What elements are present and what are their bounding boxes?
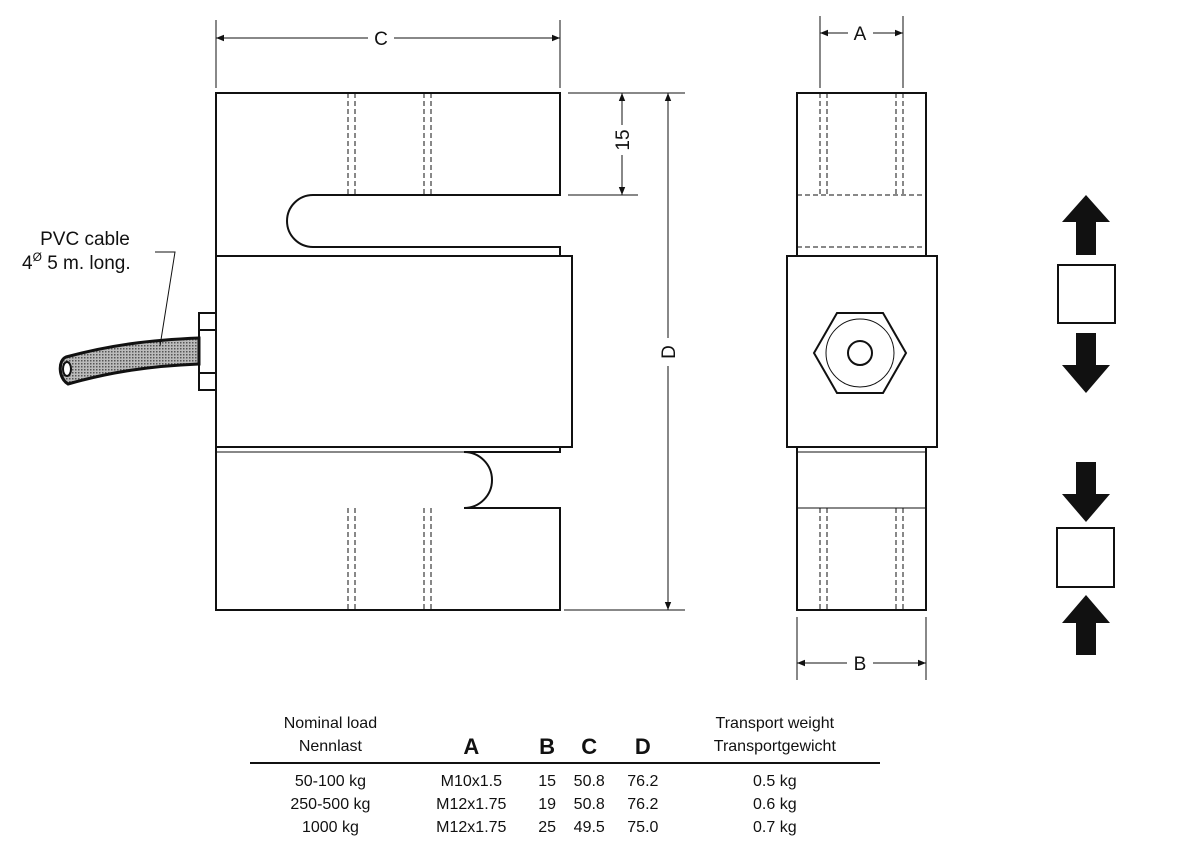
cell-a: M12x1.75	[436, 819, 507, 836]
dimension-a: A	[819, 16, 904, 88]
cell-load: 50-100 kg	[294, 773, 366, 790]
cell-b: 19	[538, 796, 557, 813]
table-row: 50-100 kg M10x1.5 15 50.8 76.2 0.5 kg	[250, 763, 880, 793]
cable-connector	[198, 312, 217, 391]
cell-load: 250-500 kg	[290, 796, 371, 813]
header-a: A	[410, 735, 532, 764]
table-row: 1000 kg M12x1.75 25 49.5 75.0 0.7 kg	[250, 816, 880, 839]
svg-text:B: B	[854, 654, 867, 675]
header-c: C	[562, 735, 617, 764]
cell-a: M12x1.75	[436, 796, 507, 813]
cable-label-line1: PVC cable	[40, 229, 130, 250]
dimension-15: 15	[568, 93, 638, 196]
cell-d: 76.2	[627, 773, 659, 790]
arrow-up-icon	[1062, 595, 1110, 655]
dimension-b: B	[796, 617, 927, 680]
header-d: D	[616, 735, 670, 764]
table-row: 250-500 kg M12x1.75 19 50.8 76.2 0.6 kg	[250, 793, 880, 816]
cell-weight: 0.7 kg	[753, 819, 797, 836]
cell-d: 76.2	[627, 796, 659, 813]
compression-symbol	[1056, 462, 1115, 655]
side-view	[786, 92, 938, 611]
svg-text:A: A	[854, 24, 867, 45]
cell-a: M10x1.5	[440, 773, 502, 790]
dimension-d: D	[564, 92, 685, 611]
cable-label-line2: 4Ø 5 m. long.	[22, 250, 131, 274]
cell-c: 50.8	[573, 796, 605, 813]
svg-text:D: D	[659, 345, 680, 359]
cell-weight: 0.6 kg	[753, 796, 797, 813]
cell-c: 50.8	[573, 773, 605, 790]
tension-symbol	[1057, 195, 1116, 393]
cell-b: 25	[538, 819, 557, 836]
cell-load: 1000 kg	[301, 819, 359, 836]
front-view: PVC cable 4Ø 5 m. long.	[22, 92, 573, 611]
cell-b: 15	[538, 773, 557, 790]
cell-c: 49.5	[573, 819, 605, 836]
header-weight-de: Transportgewicht	[669, 735, 880, 764]
arrow-down-icon	[1062, 333, 1110, 393]
header-load-en: Nominal load	[283, 715, 378, 732]
arrow-up-icon	[1062, 195, 1110, 255]
dimensions-table: Nominal load Transport weight Nennlast A…	[250, 712, 880, 839]
dimension-c: C	[215, 20, 561, 88]
cell-d: 75.0	[627, 819, 659, 836]
header-b: B	[531, 735, 563, 764]
svg-text:15: 15	[613, 129, 634, 150]
cell-weight: 0.5 kg	[753, 773, 797, 790]
svg-text:C: C	[374, 29, 388, 50]
header-load-de: Nennlast	[250, 735, 411, 764]
arrow-down-icon	[1062, 462, 1110, 522]
header-weight-en: Transport weight	[715, 715, 835, 732]
pvc-cable	[58, 336, 201, 386]
